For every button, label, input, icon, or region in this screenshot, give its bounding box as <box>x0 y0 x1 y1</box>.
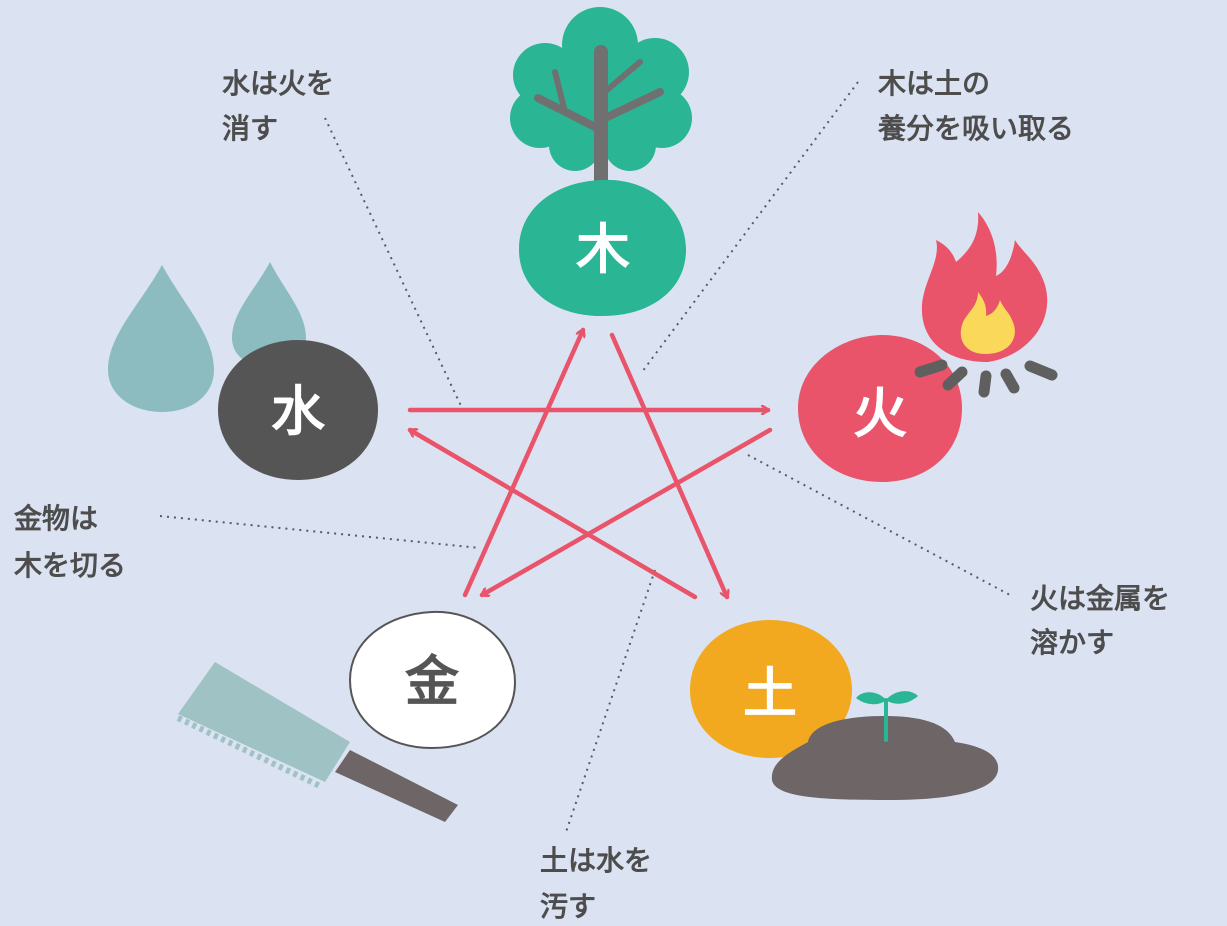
leader-fire-metal <box>747 454 1011 596</box>
sprout-icon <box>771 691 999 800</box>
arrow-wood-to-earth <box>609 332 727 600</box>
label-wood-earth-line1: 木は土の <box>877 67 990 100</box>
label-water-fire: 水は火を 消す <box>222 67 334 145</box>
fire-char: 火 <box>853 382 907 445</box>
water-group: 水 <box>108 262 378 480</box>
label-fire-metal-line2: 溶かす <box>1030 626 1114 659</box>
label-earth-water-line1: 土は水を <box>540 844 652 877</box>
label-fire-metal-line1: 火は金属を <box>1030 582 1170 615</box>
leader-water-fire <box>324 117 463 409</box>
label-wood-earth: 木は土の 養分を吸い取る <box>877 67 1074 145</box>
label-fire-metal: 火は金属を 溶かす <box>1030 582 1170 659</box>
label-water-fire-line2: 消す <box>222 112 278 145</box>
leader-lines <box>159 81 1011 836</box>
label-metal-wood-line2: 木を切る <box>13 549 126 582</box>
tree-icon <box>510 7 692 197</box>
campfire-icon <box>914 212 1058 398</box>
earth-circle <box>690 620 852 758</box>
label-metal-wood: 金物は 木を切る <box>13 502 126 582</box>
metal-group: 金 <box>176 610 517 822</box>
label-water-fire-line1: 水は火を <box>222 67 334 100</box>
metal-circle <box>348 610 517 750</box>
label-metal-wood-line1: 金物は <box>13 502 98 535</box>
earth-char: 土 <box>743 662 797 725</box>
water-char: 水 <box>271 380 326 443</box>
wood-circle <box>518 179 687 317</box>
arrow-metal-to-wood <box>462 327 583 598</box>
label-wood-earth-line2: 養分を吸い取る <box>877 112 1074 145</box>
saw-icon <box>176 662 458 822</box>
leader-wood-earth <box>641 81 859 373</box>
wood-group: 木 <box>510 7 692 317</box>
leader-metal-wood <box>159 515 481 549</box>
pentagram-arrows <box>407 327 773 600</box>
label-earth-water-line2: 汚す <box>540 890 596 923</box>
wood-char: 木 <box>576 218 630 281</box>
earth-group: 土 <box>690 620 999 800</box>
fire-group: 火 <box>798 212 1058 482</box>
label-earth-water: 土は水を 汚す <box>540 844 652 923</box>
arrow-fire-to-metal <box>479 427 773 598</box>
leader-earth-water <box>564 569 656 836</box>
arrow-earth-to-water <box>407 427 698 600</box>
metal-char: 金 <box>404 650 460 713</box>
water-circle <box>218 340 378 480</box>
